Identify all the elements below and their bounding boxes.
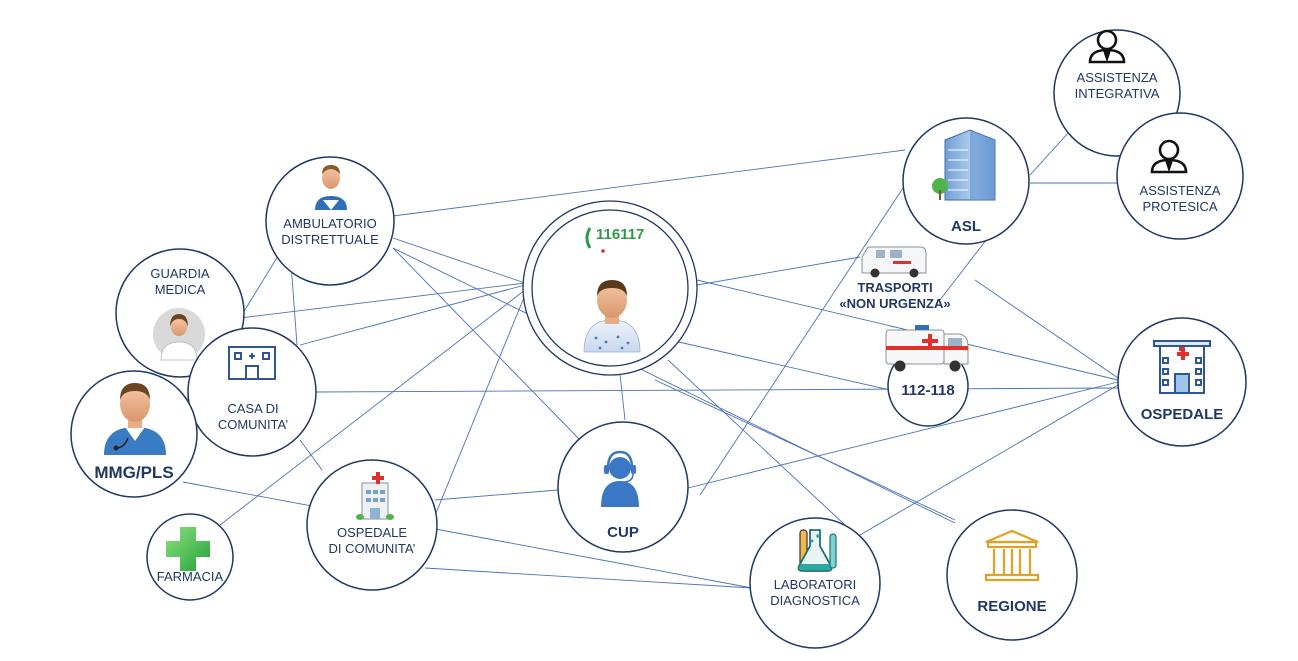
label-assistenza-integrativa: ASSISTENZA INTEGRATIVA (1074, 70, 1160, 102)
node-laboratori[interactable] (749, 517, 881, 649)
connection-lines (182, 119, 1119, 589)
node-assistenza-protesica[interactable] (1116, 112, 1244, 240)
label-regione: REGIONE (977, 598, 1047, 615)
node-regione[interactable] (946, 509, 1078, 641)
node-asl[interactable] (902, 117, 1030, 245)
doctor-icon (104, 383, 166, 455)
node-circle (306, 459, 438, 591)
node-trasporti[interactable] (861, 246, 927, 278)
node-mmg-pls[interactable] (70, 370, 198, 498)
pharmacy-cross-icon (166, 527, 210, 571)
doctor-icon (315, 165, 347, 210)
label-trasporti: TRASPORTI «NON URGENZA» (839, 280, 951, 312)
clinic-building-icon (356, 472, 394, 520)
label-112-118: 112-118 (901, 382, 955, 399)
headset-operator-icon (601, 450, 639, 507)
label-ambulatorio: AMBULATORIO DISTRETTUALE (281, 216, 379, 248)
node-112-118[interactable] (885, 325, 969, 427)
label-casa-comunita: CASA DI COMUNITA’ (217, 401, 289, 433)
node-ospedale[interactable] (1117, 317, 1247, 447)
lab-flask-icon (797, 529, 837, 572)
node-ambulatorio-distrettuale[interactable] (265, 156, 395, 286)
label-cup: CUP (607, 524, 639, 541)
patient-icon (583, 280, 641, 353)
label-farmacia: FARMACIA (156, 569, 224, 584)
node-circle (265, 156, 395, 286)
node-farmacia[interactable] (146, 513, 234, 601)
van-icon (861, 246, 927, 278)
house-plan-icon (228, 346, 276, 380)
female-doctor-icon (153, 308, 205, 361)
government-building-icon (984, 529, 1040, 582)
label-116117-logo: 116117 (596, 226, 645, 243)
node-circle (187, 327, 317, 457)
hospital-icon (1153, 340, 1211, 394)
label-ospedale-comunita: OSPEDALE DI COMUNITA’ (328, 525, 416, 557)
label-laboratori: LABORATORI DIAGNOSTICA (770, 577, 860, 609)
office-building-icon (932, 129, 996, 201)
label-asl: ASL (951, 218, 981, 235)
person-tie-icon (1088, 29, 1126, 64)
node-cup[interactable] (557, 421, 689, 553)
node-ospedale-comunita[interactable] (306, 459, 438, 591)
node-116117[interactable] (522, 200, 698, 376)
label-ospedale: OSPEDALE (1140, 406, 1224, 423)
node-circle (749, 517, 881, 649)
node-casa-comunita[interactable] (187, 327, 317, 457)
label-mmg-pls: MMG/PLS (94, 463, 174, 482)
person-tie-icon (1150, 139, 1188, 174)
label-guardia-medica: GUARDIA MEDICA (150, 266, 210, 298)
phone-logo-icon (585, 227, 605, 253)
label-assistenza-protesica: ASSISTENZA PROTESICA (1139, 183, 1221, 215)
ambulance-icon (885, 325, 969, 372)
node-circle (1116, 112, 1244, 240)
